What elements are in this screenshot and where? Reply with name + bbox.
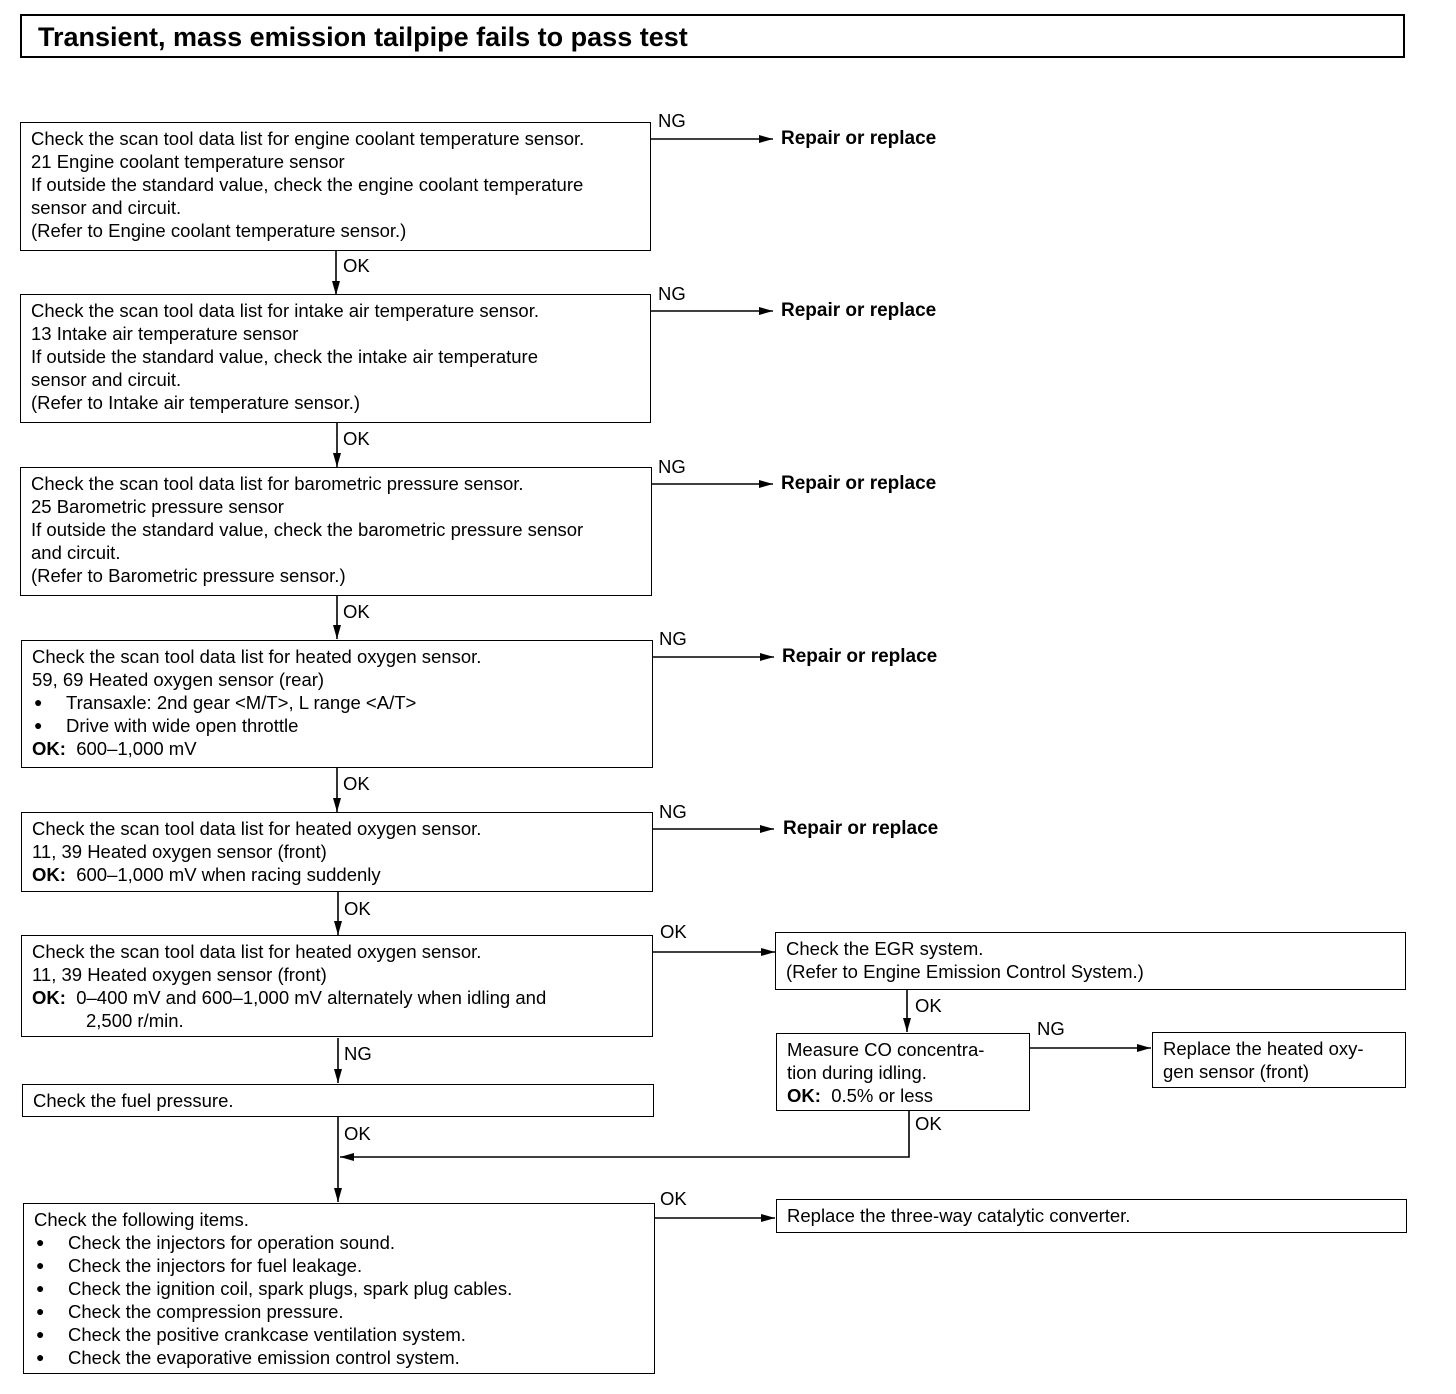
text: If outside the standard value, check the… bbox=[31, 174, 584, 195]
text: Check the following items. bbox=[34, 1209, 249, 1230]
text: Measure CO concentra- bbox=[787, 1039, 985, 1060]
step-intake-air-temp: Check the scan tool data list for intake… bbox=[20, 294, 651, 423]
text: 11, 39 Heated oxygen sensor (front) bbox=[32, 841, 327, 862]
ok-label: OK bbox=[344, 898, 371, 919]
ok-label: OK bbox=[343, 255, 370, 276]
text: and circuit. bbox=[31, 542, 121, 563]
text: sensor and circuit. bbox=[31, 369, 182, 390]
ok-label: OK bbox=[915, 995, 942, 1016]
result-replace-catalytic-converter: Replace the three-way catalytic converte… bbox=[776, 1199, 1407, 1233]
step-o2-sensor-rear: Check the scan tool data list for heated… bbox=[21, 640, 653, 768]
title-box: Transient, mass emission tailpipe fails … bbox=[20, 14, 1405, 58]
ok-label: OK bbox=[343, 428, 370, 449]
text: (Refer to Barometric pressure sensor.) bbox=[31, 565, 346, 586]
bullet-item: Transaxle: 2nd gear <M/T>, L range <A/T> bbox=[32, 691, 644, 714]
ng-label: NG bbox=[659, 801, 687, 822]
text: Check the EGR system. bbox=[786, 938, 984, 959]
step-check-items: Check the following items. Check the inj… bbox=[23, 1203, 655, 1374]
step-egr-system: Check the EGR system. (Refer to Engine E… bbox=[775, 932, 1406, 990]
ok-criteria: OK: 0–400 mV and 600–1,000 mV alternatel… bbox=[32, 986, 644, 1009]
repair-or-replace: Repair or replace bbox=[782, 646, 938, 667]
text: 59, 69 Heated oxygen sensor (rear) bbox=[32, 669, 325, 690]
bullet-item: Check the ignition coil, spark plugs, sp… bbox=[34, 1277, 646, 1300]
ok-value: 600–1,000 mV bbox=[76, 738, 197, 759]
bullet-item: Check the positive crankcase ventilation… bbox=[34, 1323, 646, 1346]
ok-value: 600–1,000 mV when racing suddenly bbox=[76, 864, 381, 885]
step-fuel-pressure: Check the fuel pressure. bbox=[22, 1084, 654, 1117]
ok-label: OK bbox=[660, 921, 687, 942]
bullet-item: Check the compression pressure. bbox=[34, 1300, 646, 1323]
text: Check the scan tool data list for intake… bbox=[31, 300, 539, 321]
text: 13 Intake air temperature sensor bbox=[31, 323, 299, 344]
text: Check the scan tool data list for heated… bbox=[32, 941, 482, 962]
bullet-item: Check the injectors for operation sound. bbox=[34, 1231, 646, 1254]
text: sensor and circuit. bbox=[31, 197, 182, 218]
text: tion during idling. bbox=[787, 1062, 927, 1083]
text: Check the scan tool data list for engine… bbox=[31, 128, 585, 149]
text: gen sensor (front) bbox=[1163, 1061, 1310, 1082]
text: Check the scan tool data list for heated… bbox=[32, 646, 482, 667]
ok-key: OK: bbox=[32, 864, 66, 885]
text: Replace the three-way catalytic converte… bbox=[787, 1205, 1131, 1226]
text: 21 Engine coolant temperature sensor bbox=[31, 151, 345, 172]
ng-label: NG bbox=[659, 628, 687, 649]
repair-or-replace: Repair or replace bbox=[781, 473, 937, 494]
ok-key: OK: bbox=[32, 987, 66, 1008]
ok-key: OK: bbox=[32, 738, 66, 759]
ng-label: NG bbox=[658, 283, 686, 304]
ok-criteria: OK: 0.5% or less bbox=[787, 1084, 1021, 1107]
step-co-concentration: Measure CO concentra- tion during idling… bbox=[776, 1033, 1030, 1111]
page-title: Transient, mass emission tailpipe fails … bbox=[38, 22, 688, 52]
text: 11, 39 Heated oxygen sensor (front) bbox=[32, 964, 327, 985]
result-replace-o2-sensor: Replace the heated oxy- gen sensor (fron… bbox=[1152, 1032, 1406, 1088]
ng-label: NG bbox=[344, 1043, 372, 1064]
text: 25 Barometric pressure sensor bbox=[31, 496, 284, 517]
bullet-item: Drive with wide open throttle bbox=[32, 714, 644, 737]
step-coolant-temp: Check the scan tool data list for engine… bbox=[20, 122, 651, 251]
text: Check the scan tool data list for heated… bbox=[32, 818, 482, 839]
repair-or-replace: Repair or replace bbox=[781, 128, 937, 149]
ng-label: NG bbox=[658, 456, 686, 477]
text: Check the fuel pressure. bbox=[33, 1090, 234, 1111]
step-o2-sensor-front-racing: Check the scan tool data list for heated… bbox=[21, 812, 653, 892]
ok-return-line bbox=[340, 1111, 910, 1161]
text: Check the scan tool data list for barome… bbox=[31, 473, 524, 494]
ok-label: OK bbox=[343, 601, 370, 622]
text: (Refer to Intake air temperature sensor.… bbox=[31, 392, 361, 413]
ok-criteria: OK: 600–1,000 mV bbox=[32, 737, 644, 760]
ok-value: 0.5% or less bbox=[831, 1085, 933, 1106]
ok-label: OK bbox=[915, 1113, 942, 1134]
step-o2-sensor-front-idling: Check the scan tool data list for heated… bbox=[21, 935, 653, 1037]
bullet-item: Check the injectors for fuel leakage. bbox=[34, 1254, 646, 1277]
ng-label: NG bbox=[1037, 1018, 1065, 1039]
text: If outside the standard value, check the… bbox=[31, 519, 584, 540]
ok-value: 0–400 mV and 600–1,000 mV alternately wh… bbox=[76, 987, 547, 1008]
text: Replace the heated oxy- bbox=[1163, 1038, 1364, 1059]
ng-label: NG bbox=[658, 110, 686, 131]
repair-or-replace: Repair or replace bbox=[781, 300, 937, 321]
step-barometric-pressure: Check the scan tool data list for barome… bbox=[20, 467, 652, 596]
ok-label: OK bbox=[660, 1188, 687, 1209]
ok-label: OK bbox=[344, 1123, 371, 1144]
text: (Refer to Engine Emission Control System… bbox=[786, 961, 1144, 982]
text: If outside the standard value, check the… bbox=[31, 346, 538, 367]
ok-value-cont: 2,500 r/min. bbox=[86, 1010, 184, 1031]
ok-key: OK: bbox=[787, 1085, 821, 1106]
ok-label: OK bbox=[343, 773, 370, 794]
bullet-item: Check the evaporative emission control s… bbox=[34, 1346, 646, 1369]
ok-criteria: OK: 600–1,000 mV when racing suddenly bbox=[32, 863, 644, 886]
text: (Refer to Engine coolant temperature sen… bbox=[31, 220, 407, 241]
repair-or-replace: Repair or replace bbox=[783, 818, 939, 839]
